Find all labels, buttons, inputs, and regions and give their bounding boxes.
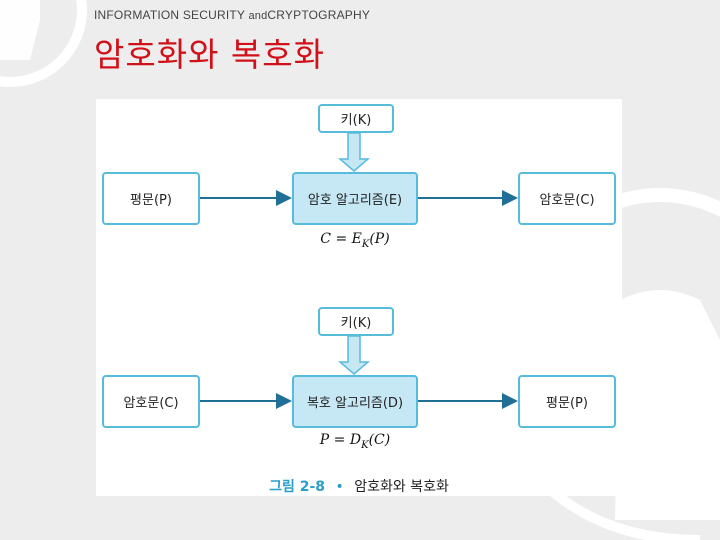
- course-subtitle: INFORMATION SECURITY andCRYPTOGRAPHY: [94, 8, 370, 22]
- arrow-key-to-encrypt: [337, 132, 371, 172]
- formula-arg: (P): [369, 231, 390, 247]
- page-title: 암호화와 복호화: [94, 35, 326, 74]
- header: INFORMATION SECURITY andCRYPTOGRAPHY 암호화…: [94, 8, 370, 76]
- key-label: 키(K): [340, 113, 372, 128]
- ciphertext-input-box: 암호문(C): [102, 375, 200, 428]
- subtitle-and: and: [248, 10, 268, 22]
- key-box-decrypt: 키(K): [318, 307, 394, 336]
- key-label: 키(K): [340, 316, 372, 331]
- ciphertext-box: 암호문(C): [518, 172, 616, 225]
- encryption-algorithm-label: 암호 알고리즘(E): [307, 193, 403, 208]
- formula-subscript: K: [361, 439, 369, 451]
- ciphertext-input-label: 암호문(C): [123, 396, 179, 411]
- figure-caption: 그림 2-8 • 암호화와 복호화: [96, 476, 622, 496]
- arrow-key-to-decrypt: [337, 335, 371, 375]
- caption-number: 그림 2-8: [269, 479, 326, 495]
- subtitle-left: INFORMATION SECURITY: [94, 8, 245, 22]
- encryption-algorithm-box: 암호 알고리즘(E): [292, 172, 418, 225]
- plaintext-output-label: 평문(P): [546, 396, 588, 411]
- formula-arg: (C): [368, 432, 391, 448]
- plaintext-label: 평문(P): [130, 193, 172, 208]
- subtitle-right: CRYPTOGRAPHY: [267, 8, 371, 22]
- arrows: [200, 132, 518, 409]
- decryption-formula: P = DK(C): [295, 432, 415, 451]
- encryption-formula: C = EK(P): [295, 231, 415, 250]
- formula-lhs: C = E: [320, 231, 362, 247]
- key-box-encrypt: 키(K): [318, 104, 394, 133]
- formula-subscript: K: [361, 238, 370, 250]
- plaintext-output-box: 평문(P): [518, 375, 616, 428]
- plaintext-box: 평문(P): [102, 172, 200, 225]
- caption-text: 암호화와 복호화: [354, 479, 449, 495]
- caption-bullet: •: [335, 479, 344, 495]
- decryption-algorithm-label: 복호 알고리즘(D): [306, 396, 404, 411]
- ciphertext-label: 암호문(C): [539, 193, 595, 208]
- formula-lhs: P = D: [319, 432, 362, 448]
- decryption-algorithm-box: 복호 알고리즘(D): [292, 375, 418, 428]
- encryption-decryption-figure: 키(K) 평문(P) 암호 알고리즘(E) 암호문(C) C = EK(P) 키…: [96, 99, 622, 496]
